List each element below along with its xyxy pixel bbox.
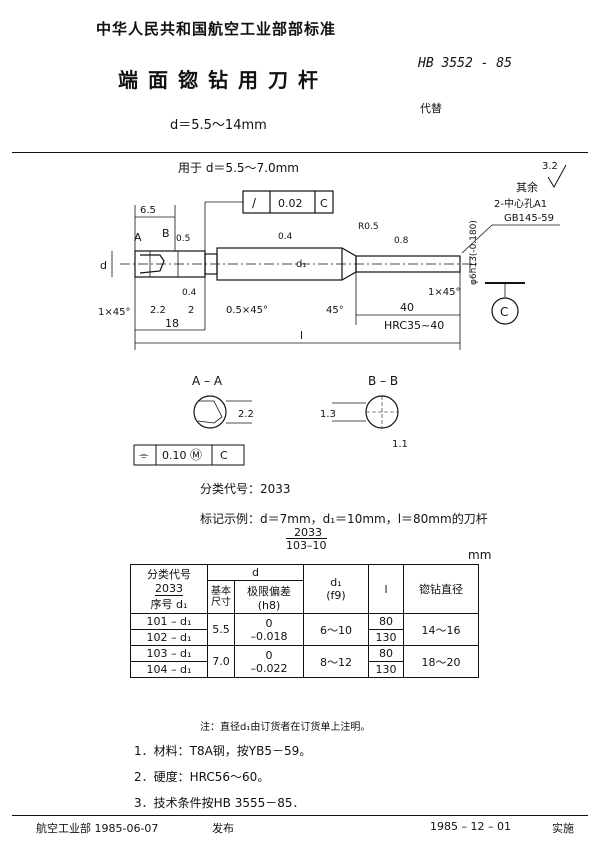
cell-l: 80 bbox=[368, 613, 404, 630]
th-seq-d1: d₁ bbox=[176, 598, 188, 611]
classification-code: 分类代号：2033 bbox=[200, 482, 291, 496]
th-d1: d₁ bbox=[330, 576, 342, 589]
th-code: 分类代号 bbox=[147, 568, 191, 581]
roughness-value: 3.2 bbox=[542, 161, 558, 172]
th-seq: 序号 bbox=[150, 598, 173, 611]
dim-40: 40 bbox=[400, 301, 414, 314]
th-deviation-fit: (h8) bbox=[257, 598, 281, 612]
section-mark-a: A bbox=[134, 231, 142, 244]
section-b-dim1: 1.3 bbox=[320, 409, 336, 420]
requirement-item: 3．技术条件按HB 3555－85． bbox=[134, 796, 305, 810]
cell-seq: 102 – d₁ bbox=[130, 629, 208, 646]
dim-d1: d₁ bbox=[296, 259, 306, 270]
shank-diameter: φ6h13(-0.180) bbox=[469, 220, 479, 285]
cell-dev-top: 0 bbox=[265, 648, 273, 662]
marking-formula-top: 2033 bbox=[294, 526, 322, 539]
chamfer-2: 1×45° bbox=[428, 287, 460, 298]
dim-18: 18 bbox=[165, 317, 179, 330]
issued-label: 发布 bbox=[212, 822, 234, 835]
cell-nominal: 7.0 bbox=[207, 645, 235, 678]
radius-r0-5: R0.5 bbox=[358, 222, 379, 232]
organization-title: 中华人民共和国航空工业部部标准 bbox=[96, 20, 337, 38]
roughness-0-8: 0.8 bbox=[394, 236, 409, 246]
replaces-label: 代替 bbox=[420, 102, 442, 115]
unit-label: mm bbox=[468, 548, 492, 562]
datum-c: C bbox=[500, 305, 508, 319]
head-flute bbox=[139, 254, 165, 274]
issuer-date: 航空工业部 1985-06-07 bbox=[36, 822, 159, 835]
th-d1-fit: (f9) bbox=[326, 589, 346, 602]
roughness-0-4b: 0.4 bbox=[182, 288, 197, 298]
dim-l: l bbox=[300, 329, 303, 342]
requirement-item: 1．材料：T8A钢，按YB5－59。 bbox=[134, 744, 312, 758]
marking-example: 标记示例：d＝7mm，d₁＝10mm，l＝80mm的刀杆 bbox=[200, 512, 488, 526]
center-hole: 2-中心孔A1 bbox=[494, 197, 547, 210]
roughness-0-4: 0.4 bbox=[278, 232, 293, 242]
cell-dev-top: 0 bbox=[265, 616, 273, 630]
dim-0-5: 0.5 bbox=[176, 234, 190, 244]
effective-label: 实施 bbox=[552, 822, 574, 835]
center-hole-std: GB145-59 bbox=[504, 213, 554, 224]
requirement-item: 2．硬度：HRC56～60。 bbox=[134, 770, 270, 784]
section-mark-b: B bbox=[162, 227, 170, 240]
section-a-view bbox=[193, 395, 227, 429]
th-nominal: 基本尺寸 bbox=[207, 580, 235, 614]
dim-chamfer-0-5: 0.5×45° bbox=[226, 305, 268, 316]
standard-number: HB 3552 - 85 bbox=[418, 56, 512, 71]
hardness-zone: HRC35~40 bbox=[384, 319, 444, 332]
table-note: 注：直径d₁由订货者在订货单上注明。 bbox=[200, 722, 371, 733]
section-b-dim2: 1.1 bbox=[392, 439, 408, 450]
position-symbol: ⌯ bbox=[139, 448, 149, 462]
th-l: l bbox=[368, 564, 404, 614]
tol-datum: C bbox=[320, 197, 328, 210]
cell-d1: 8～12 bbox=[303, 645, 369, 678]
section-a-dim: 2.2 bbox=[238, 409, 254, 420]
marking-formula-bottom: 103–10 bbox=[286, 538, 327, 552]
th-code-num: 2033 bbox=[155, 582, 183, 596]
cell-dia: 14～16 bbox=[403, 613, 479, 646]
usage-note: 用于 d＝5.5～7.0mm bbox=[178, 161, 299, 175]
cell-l: 80 bbox=[368, 645, 404, 662]
dim-2: 2 bbox=[188, 305, 194, 316]
th-counterbore: 锪钻直径 bbox=[403, 564, 479, 614]
effective-date: 1985 – 12 – 01 bbox=[430, 820, 511, 833]
cell-dev-bot: –0.018 bbox=[250, 629, 288, 643]
tol-value: 0.02 bbox=[278, 197, 303, 210]
cell-seq: 103 – d₁ bbox=[130, 645, 208, 662]
cell-d1: 6～10 bbox=[303, 613, 369, 646]
document-title: 端面锪钻用刀杆 bbox=[118, 68, 328, 92]
section-b-title: B – B bbox=[368, 374, 398, 388]
position-datum: C bbox=[220, 449, 228, 462]
position-value: 0.10 bbox=[162, 449, 187, 462]
cell-nominal: 5.5 bbox=[207, 613, 235, 646]
cell-l: 130 bbox=[368, 661, 404, 678]
dim-6-5: 6.5 bbox=[140, 205, 156, 216]
size-range: d＝5.5～14mm bbox=[170, 118, 267, 133]
footer-divider bbox=[12, 815, 588, 816]
dim-2-2: 2.2 bbox=[150, 305, 166, 316]
cell-dev-bot: –0.022 bbox=[250, 661, 288, 675]
tool-drawing: 用于 d＝5.5～7.0mm / 0.02 C 其余 3.2 2-中心孔A1 G… bbox=[98, 161, 567, 466]
cell-seq: 101 – d₁ bbox=[130, 613, 208, 630]
section-a-title: A – A bbox=[192, 374, 223, 388]
other-roughness: 其余 bbox=[516, 180, 538, 194]
position-frame bbox=[133, 444, 245, 466]
header-divider bbox=[12, 152, 588, 153]
th-d: d bbox=[207, 563, 304, 582]
spec-table: 分类代号 2033 序号 d₁ d d₁ (f9) l 锪钻直径 基本尺寸 极限… bbox=[130, 563, 479, 678]
tol-symbol: / bbox=[252, 196, 257, 210]
cell-dia: 18～20 bbox=[403, 645, 479, 678]
chamfer-1: 1×45° bbox=[98, 307, 130, 318]
th-deviation: 极限偏差 bbox=[247, 584, 291, 598]
dim-d: d bbox=[100, 259, 107, 272]
dim-angle-45: 45° bbox=[326, 305, 344, 316]
cell-seq: 104 – d₁ bbox=[130, 661, 208, 678]
cell-l: 130 bbox=[368, 629, 404, 646]
mmc-symbol: Ⓜ bbox=[190, 448, 202, 462]
